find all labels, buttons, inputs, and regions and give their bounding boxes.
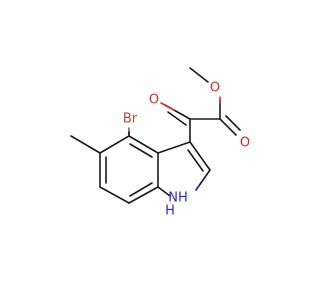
bond-c3a-c4 bbox=[128, 135, 159, 154]
bond-c7a-n1 bbox=[157, 186, 171, 197]
molecule-drawing: Br O O O NH H bbox=[70, 67, 250, 219]
ketone-oxygen-label: O bbox=[149, 93, 159, 108]
bond-c4-c5 bbox=[99, 135, 130, 154]
bond-c3-c2 bbox=[189, 141, 211, 171]
bond-cester-odouble bbox=[219, 118, 237, 136]
bond-c2-n1-n bbox=[195, 185, 200, 191]
bond-cketo-o1-b bbox=[167, 111, 187, 126]
indole-h-label: H bbox=[165, 204, 175, 219]
ester-oxygen-single-label: O bbox=[210, 81, 220, 96]
bond-c7-c7a bbox=[128, 186, 159, 204]
structure-canvas: Br O O O NH H bbox=[70, 67, 250, 219]
bond-c5-methyl bbox=[70, 135, 101, 154]
bond-c3a-c4-inner bbox=[129, 143, 153, 158]
bond-oesing-methyl bbox=[189, 67, 209, 83]
ester-oxygen-double-label: O bbox=[240, 136, 250, 151]
bond-c3-c2-inner bbox=[187, 149, 204, 172]
bromine-label: Br bbox=[123, 112, 138, 127]
bond-c3a-c3 bbox=[157, 141, 191, 154]
bond-c7-c7a-inner bbox=[129, 182, 153, 197]
bond-c6-c7 bbox=[99, 186, 130, 204]
indole-nh-label: NH bbox=[168, 191, 188, 206]
bond-cketo-o1-o bbox=[160, 102, 175, 111]
bond-cester-odouble-b bbox=[225, 115, 241, 131]
